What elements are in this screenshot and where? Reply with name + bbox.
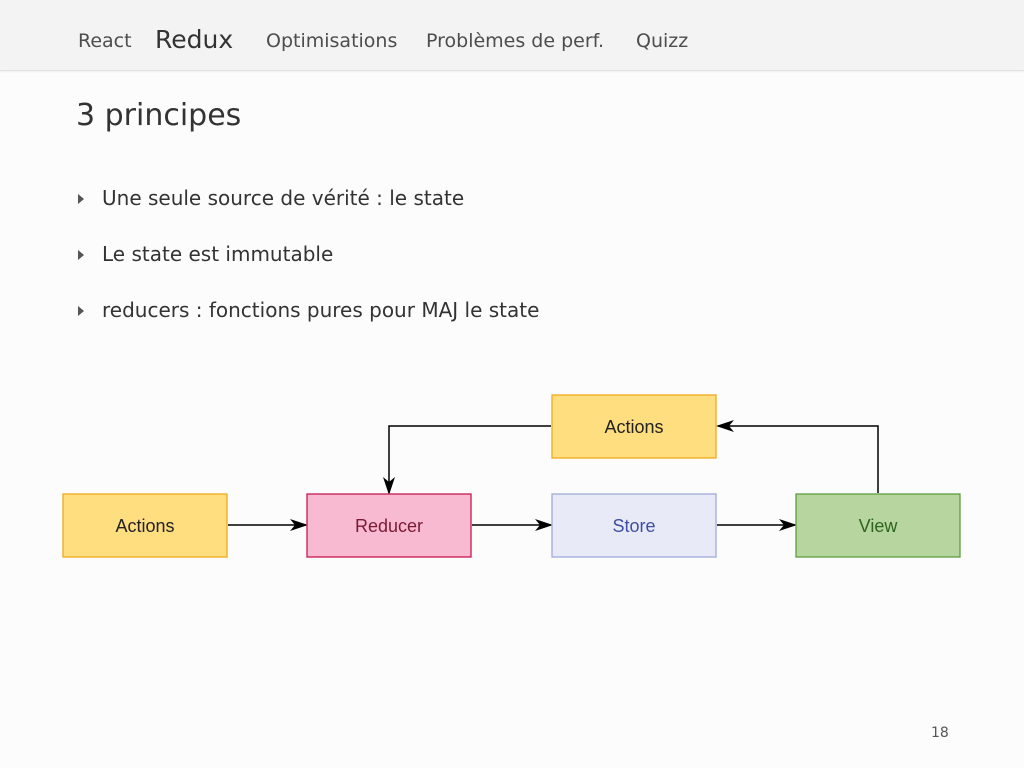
bullet-text: reducers : fonctions pures pour MAJ le s… xyxy=(102,298,540,322)
node-reducer: Reducer xyxy=(306,493,472,558)
bullet-text: Le state est immutable xyxy=(102,242,334,266)
node-label-actions-top: Actions xyxy=(604,417,663,437)
bullet-text: Une seule source de vérité : le state xyxy=(102,186,465,210)
node-actions-left: Actions xyxy=(62,493,228,558)
slide-title: 3 principes xyxy=(76,98,242,133)
nav-item-quizz[interactable]: Quizz xyxy=(636,30,689,52)
nav-item-react[interactable]: React xyxy=(78,30,132,52)
arrow-actions-to-reducer-feedback xyxy=(383,425,551,495)
nav-item-redux[interactable]: Redux xyxy=(155,25,234,54)
bullet-list: Une seule source de vérité : le state Le… xyxy=(76,186,539,354)
node-label-actions-left: Actions xyxy=(115,516,174,536)
node-label-reducer: Reducer xyxy=(355,516,423,536)
nav-item-optimisations[interactable]: Optimisations xyxy=(266,30,398,52)
node-store: Store xyxy=(551,493,717,558)
triangle-bullet-icon xyxy=(78,250,84,260)
bullet-item: reducers : fonctions pures pour MAJ le s… xyxy=(76,298,539,354)
triangle-bullet-icon xyxy=(78,306,84,316)
bullet-item: Une seule source de vérité : le state xyxy=(76,186,539,242)
node-view: View xyxy=(795,493,961,558)
top-navigation-bar: React Redux Optimisations Problèmes de p… xyxy=(0,0,1024,71)
nav-item-problemes-de-perf[interactable]: Problèmes de perf. xyxy=(426,30,605,52)
triangle-bullet-icon xyxy=(78,194,84,204)
page-number: 18 xyxy=(931,725,949,741)
node-actions-top: Actions xyxy=(551,394,717,459)
node-label-view: View xyxy=(859,516,899,536)
arrow-view-to-actions xyxy=(716,420,879,493)
bullet-item: Le state est immutable xyxy=(76,242,539,298)
node-label-store: Store xyxy=(612,516,655,536)
